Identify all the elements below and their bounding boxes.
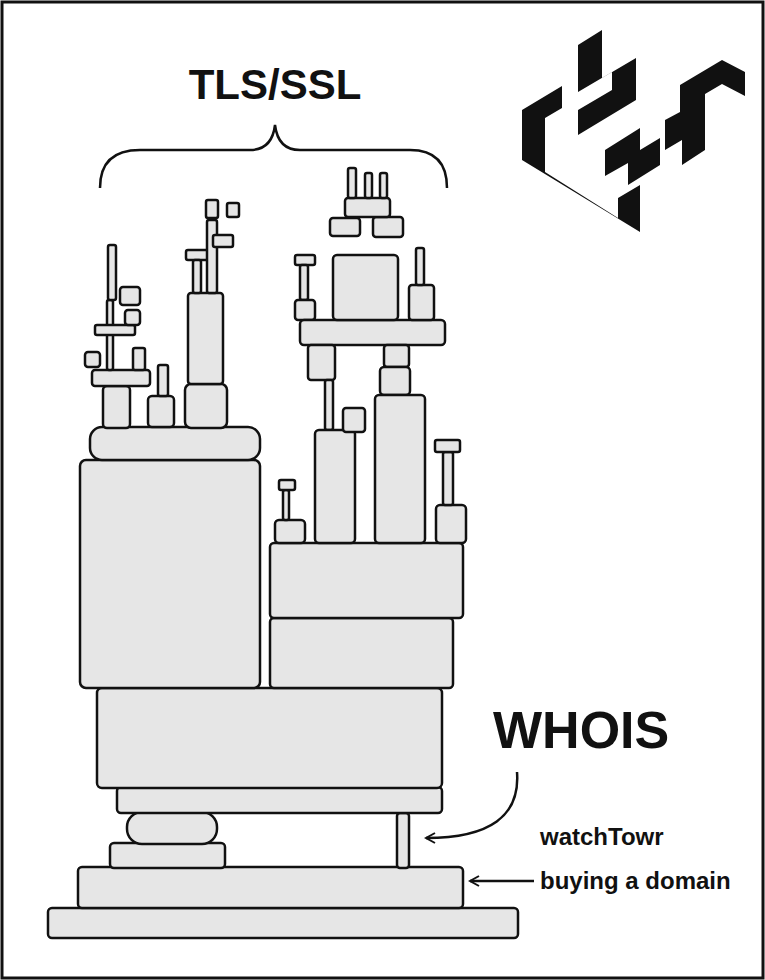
block — [103, 386, 130, 428]
block — [300, 320, 445, 345]
block — [148, 396, 174, 427]
block — [110, 843, 225, 868]
block — [108, 245, 116, 300]
curly-bracket — [100, 125, 447, 188]
block — [308, 345, 335, 380]
leader-arrow — [426, 772, 517, 838]
block — [375, 395, 425, 543]
block — [435, 440, 460, 452]
block — [279, 480, 295, 490]
block — [158, 365, 168, 396]
block — [80, 460, 260, 688]
block — [188, 293, 223, 384]
block — [300, 265, 308, 300]
block — [120, 287, 140, 305]
leader-arrow — [470, 880, 534, 883]
block — [343, 408, 365, 432]
block — [117, 787, 442, 813]
logo-piece — [578, 30, 636, 135]
block — [416, 248, 424, 285]
block — [384, 345, 409, 367]
block — [325, 380, 333, 430]
block — [330, 218, 360, 236]
block — [443, 452, 453, 505]
callout-label: watchTowr buying a domain — [540, 815, 748, 903]
dependency-tower — [48, 168, 518, 938]
block — [295, 300, 315, 320]
block — [409, 285, 434, 320]
block — [365, 173, 372, 198]
block — [207, 220, 217, 293]
block — [436, 505, 466, 543]
block — [85, 352, 100, 367]
logo — [522, 30, 745, 232]
block — [373, 217, 403, 237]
block — [348, 168, 356, 198]
block — [127, 812, 217, 844]
callout-label: WHOIS — [493, 704, 723, 756]
block — [90, 427, 260, 460]
block — [315, 430, 355, 543]
block — [78, 867, 463, 908]
block — [185, 384, 227, 428]
block — [270, 543, 463, 618]
block — [48, 908, 518, 938]
block — [133, 348, 145, 370]
block — [193, 260, 201, 293]
block — [397, 813, 409, 868]
block — [92, 370, 150, 386]
block — [283, 490, 289, 520]
block — [295, 255, 315, 265]
block — [227, 203, 239, 217]
block — [270, 618, 453, 688]
block — [97, 688, 442, 788]
block — [333, 255, 398, 320]
block — [345, 198, 390, 217]
block — [380, 173, 387, 198]
block — [275, 520, 305, 543]
logo-piece — [665, 60, 745, 165]
block — [125, 310, 140, 325]
block — [213, 235, 233, 247]
bracket-label: TLS/SSL — [165, 62, 385, 108]
block — [186, 250, 208, 260]
block — [95, 325, 135, 335]
block — [206, 200, 218, 218]
logo-piece — [605, 128, 660, 185]
block — [380, 367, 410, 395]
